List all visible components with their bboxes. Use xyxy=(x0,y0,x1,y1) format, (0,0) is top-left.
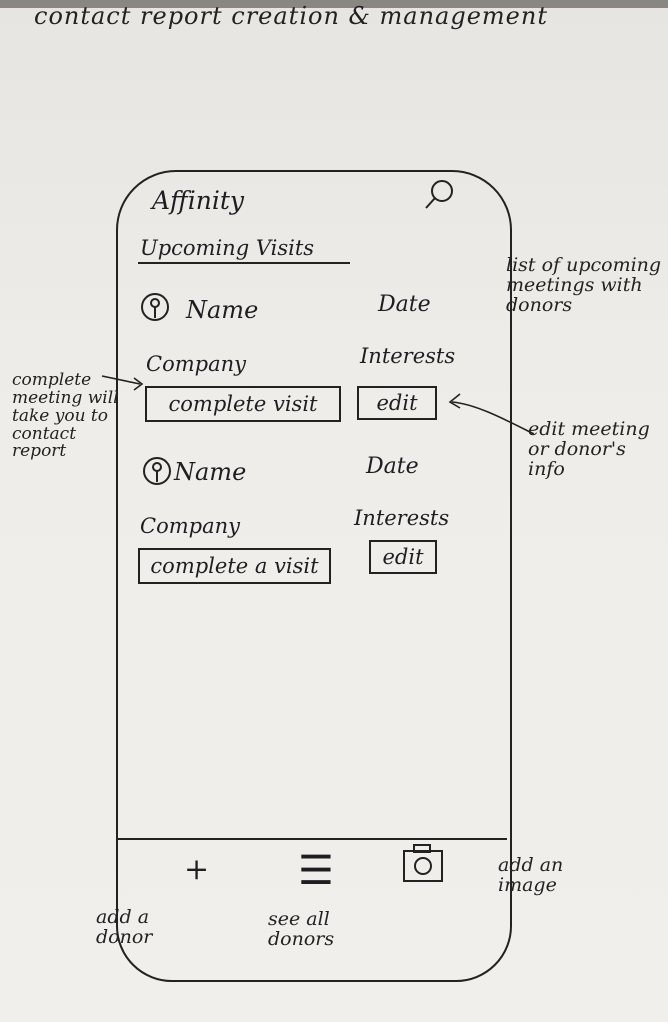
visit-name: Name xyxy=(174,458,247,486)
annotation-list: list of upcoming meetings with donors xyxy=(506,254,662,316)
visit-interests: Interests xyxy=(354,506,450,530)
visit-company: Company xyxy=(146,352,246,376)
visit-name: Name xyxy=(186,296,259,324)
visit-interests: Interests xyxy=(360,344,456,368)
avatar-icon xyxy=(141,293,169,321)
annotation-see-all: see all donors xyxy=(268,908,335,950)
annotation-edit: edit meeting or donor's info xyxy=(528,418,650,480)
annotation-add-image: add an image xyxy=(498,854,564,896)
edit-button[interactable]: edit xyxy=(369,540,437,574)
phone-frame xyxy=(116,170,512,982)
plus-icon: + xyxy=(184,852,210,887)
tab-bar-divider xyxy=(117,838,507,840)
sketch-heading: contact report creation & management xyxy=(34,2,548,30)
complete-arrow xyxy=(101,375,144,391)
visit-company: Company xyxy=(140,514,240,538)
search-icon[interactable] xyxy=(424,178,456,210)
camera-icon[interactable] xyxy=(402,843,444,883)
app-title: Affinity xyxy=(152,186,245,215)
section-title: Upcoming Visits xyxy=(140,236,315,260)
top-edge xyxy=(0,0,668,8)
see-all-donors-tab[interactable]: ☰ xyxy=(298,848,334,894)
add-donor-tab[interactable]: + xyxy=(184,852,209,887)
complete-visit-button[interactable]: complete a visit xyxy=(138,548,331,584)
visit-date: Date xyxy=(378,292,431,317)
edit-button[interactable]: edit xyxy=(357,386,437,420)
list-icon: ☰ xyxy=(298,848,334,894)
annotation-complete: complete meeting will take you to contac… xyxy=(12,370,119,462)
annotation-add-donor: add a donor xyxy=(96,906,153,948)
complete-visit-button[interactable]: complete visit xyxy=(145,386,341,422)
visit-date: Date xyxy=(366,454,419,479)
avatar-icon xyxy=(143,457,171,485)
edit-arrow xyxy=(448,393,535,435)
section-underline xyxy=(138,262,350,264)
